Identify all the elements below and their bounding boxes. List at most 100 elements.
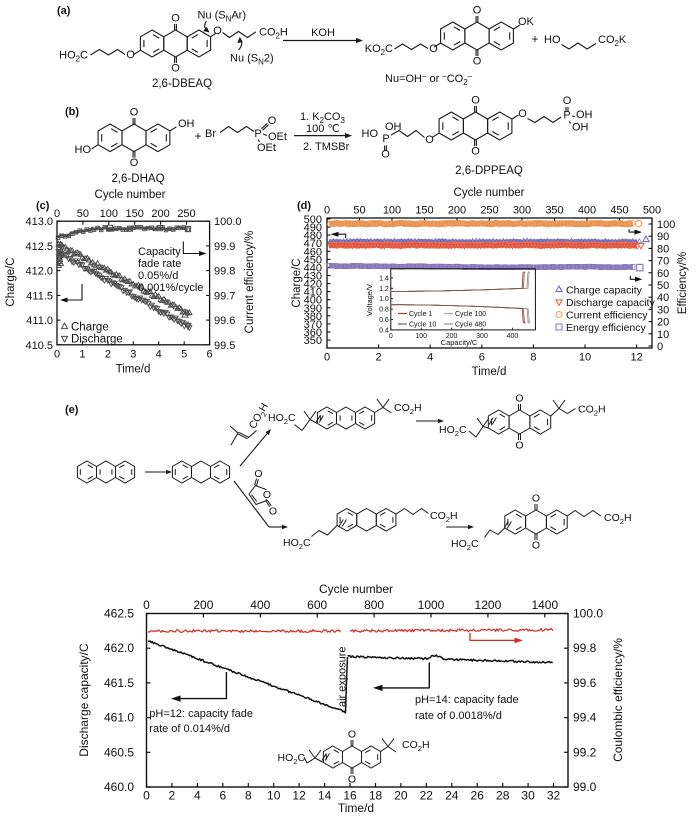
svg-text:CO2H: CO2H (578, 404, 606, 418)
svg-text:24: 24 (445, 789, 459, 803)
svg-text:30: 30 (657, 304, 669, 316)
svg-text:250: 250 (480, 205, 498, 217)
svg-text:12: 12 (630, 352, 642, 364)
svg-text:410: 410 (304, 287, 322, 299)
svg-text:30: 30 (521, 789, 535, 803)
svg-text:0: 0 (54, 208, 60, 220)
svg-text:O: O (563, 95, 572, 107)
svg-text:411.5: 411.5 (26, 290, 53, 302)
svg-text:rate of 0.014%/d: rate of 0.014%/d (149, 723, 230, 735)
svg-text:400: 400 (507, 333, 519, 340)
svg-text:O: O (348, 729, 356, 741)
svg-text:Charge capacity: Charge capacity (566, 285, 643, 297)
svg-text:40: 40 (657, 292, 669, 304)
svg-text:470: 470 (304, 238, 322, 250)
svg-text:O: O (515, 440, 523, 452)
svg-text:O: O (171, 63, 180, 75)
svg-text:HO2C: HO2C (59, 50, 88, 64)
svg-text:P: P (563, 110, 570, 122)
svg-text:Coulombic efficiency/%: Coulombic efficiency/% (611, 638, 625, 762)
svg-text:Cycle number: Cycle number (95, 189, 166, 201)
svg-text:412.5: 412.5 (25, 241, 53, 253)
svg-text:HO: HO (362, 128, 379, 140)
svg-text:(d): (d) (297, 200, 311, 212)
svg-text:Charge: Charge (71, 322, 109, 334)
svg-text:Voltage/V: Voltage/V (365, 284, 374, 316)
svg-text:28: 28 (496, 789, 510, 803)
svg-text:Nu=OH– or –CO2–: Nu=OH– or –CO2– (385, 72, 473, 88)
svg-text:OEt: OEt (257, 142, 276, 154)
svg-text:O: O (532, 540, 540, 552)
svg-text:99.9: 99.9 (214, 241, 235, 253)
svg-text:Time/d: Time/d (116, 364, 151, 376)
svg-text:1.4: 1.4 (379, 275, 389, 282)
svg-text:(a): (a) (57, 5, 71, 17)
svg-text:KO2C: KO2C (365, 43, 393, 57)
svg-text:OH: OH (178, 118, 195, 130)
svg-text:99.4: 99.4 (573, 711, 597, 725)
svg-text:CO2H: CO2H (394, 402, 422, 416)
svg-text:O: O (473, 5, 482, 17)
svg-text:CO2H: CO2H (430, 510, 458, 524)
svg-text:400: 400 (304, 295, 322, 307)
svg-text:20: 20 (394, 789, 408, 803)
svg-text:(e): (e) (65, 404, 79, 416)
svg-text:Capacity: Capacity (138, 246, 181, 258)
svg-text:411.0: 411.0 (26, 315, 53, 327)
svg-text:0: 0 (143, 789, 150, 803)
svg-text:0: 0 (324, 205, 330, 217)
svg-text:CO2H: CO2H (259, 27, 288, 41)
svg-text:50: 50 (657, 280, 669, 292)
svg-text:350: 350 (545, 205, 563, 217)
svg-text:Charge/C: Charge/C (291, 258, 303, 307)
svg-text:100: 100 (100, 208, 118, 220)
svg-text:OH: OH (385, 121, 402, 133)
svg-text:Efficiency/%: Efficiency/% (677, 252, 689, 314)
svg-text:100.0: 100.0 (573, 607, 603, 621)
svg-text:18: 18 (369, 789, 383, 803)
svg-text:350: 350 (304, 335, 322, 347)
svg-text:Cycle 100: Cycle 100 (455, 311, 486, 318)
svg-text:+: + (531, 32, 538, 46)
svg-text:Br: Br (205, 128, 216, 140)
svg-text:400: 400 (250, 598, 270, 612)
svg-text:O: O (254, 468, 262, 480)
svg-text:460.5: 460.5 (104, 745, 134, 759)
svg-text:O: O (213, 25, 222, 37)
svg-text:0: 0 (657, 341, 663, 353)
svg-text:1. K2CO3: 1. K2CO3 (300, 111, 345, 125)
svg-text:6: 6 (479, 352, 485, 364)
svg-text:fade rate: fade rate (138, 258, 181, 270)
svg-text:Charge/C: Charge/C (5, 257, 17, 306)
svg-text:P: P (254, 128, 261, 140)
svg-text:400: 400 (578, 205, 596, 217)
svg-text:99.6: 99.6 (573, 676, 597, 690)
svg-text:Energy efficiency: Energy efficiency (566, 322, 647, 334)
svg-text:Capacity/C: Capacity/C (441, 338, 478, 347)
svg-text:4: 4 (194, 789, 201, 803)
svg-text:462.5: 462.5 (104, 607, 134, 621)
svg-text:100.0: 100.0 (214, 216, 242, 228)
svg-text:1: 1 (79, 349, 85, 361)
svg-text:2,6-DHAQ: 2,6-DHAQ (111, 173, 164, 185)
svg-text:10: 10 (267, 789, 281, 803)
svg-text:HO: HO (75, 144, 92, 156)
svg-text:Cycle 1: Cycle 1 (409, 311, 432, 318)
svg-text:2: 2 (376, 352, 382, 364)
svg-text:Time/d: Time/d (472, 366, 507, 378)
svg-text:OEt: OEt (268, 131, 287, 143)
svg-text:90: 90 (657, 231, 669, 243)
svg-text:O: O (473, 56, 482, 68)
svg-text:4: 4 (156, 349, 162, 361)
svg-text:6: 6 (219, 789, 226, 803)
svg-text:50: 50 (77, 208, 89, 220)
svg-text:32: 32 (547, 789, 561, 803)
svg-text:462.0: 462.0 (104, 641, 134, 655)
svg-text:60: 60 (657, 268, 669, 280)
svg-text:300: 300 (476, 333, 488, 340)
svg-text:2: 2 (105, 349, 111, 361)
svg-text:O: O (269, 506, 277, 518)
svg-text:rate of 0.0018%/d: rate of 0.0018%/d (415, 710, 502, 722)
svg-text:Discharge capacity/C: Discharge capacity/C (77, 643, 91, 757)
svg-text:0.6: 0.6 (379, 317, 389, 324)
